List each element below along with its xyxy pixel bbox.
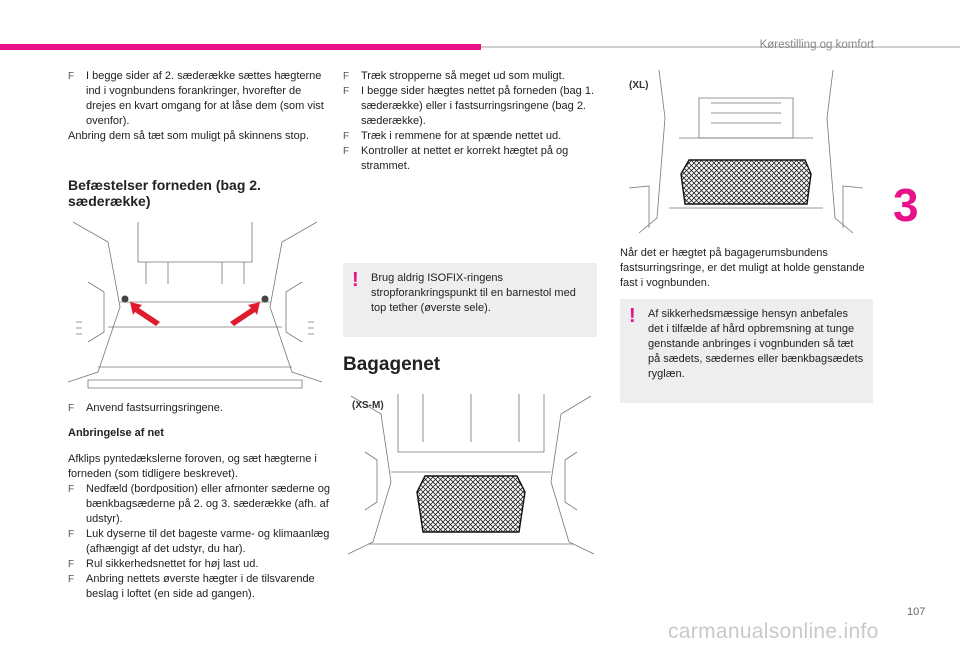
header-rule xyxy=(481,46,960,48)
net-bullet-3: Rul sikkerhedsnettet for høj last ud. xyxy=(68,557,330,572)
xl-paragraph: Når det er hægtet på bagagerumsbundens f… xyxy=(620,247,865,289)
page-number: 107 xyxy=(907,606,926,618)
warning-icon: ! xyxy=(629,305,636,327)
step-bullet-2: I begge sider hægtes nettet på forneden … xyxy=(343,84,595,129)
column-1: I begge sider af 2. sæderække sættes hæg… xyxy=(68,69,330,144)
luggage-net-xl-figure: (XL) xyxy=(619,68,873,236)
safety-warning-box: ! Af sikkerhedsmæssige hensyn anbefales … xyxy=(620,299,873,403)
fastening-instruction: Anvend fastsurringsringene. xyxy=(68,401,330,416)
cargo-floor-figure xyxy=(67,221,323,390)
figure-label-xs-m: (XS-M) xyxy=(352,400,384,411)
step-bullet-3: Træk i remmene for at spænde nettet ud. xyxy=(343,129,595,144)
net-installation-text: Afklips pyntedækslerne foroven, og sæt h… xyxy=(68,452,330,602)
net-bullet-4: Anbring nettets øverste hægter i de tils… xyxy=(68,572,330,602)
column-2-steps: Træk stropperne så meget ud som muligt. … xyxy=(343,69,595,174)
heading-net-installation: Anbringelse af net xyxy=(68,427,164,439)
step-bullet-1: Træk stropperne så meget ud som muligt. xyxy=(343,69,595,84)
watermark: carmanualsonline.info xyxy=(668,620,879,643)
isofix-warning-text: Brug aldrig ISOFIX-ringens stropforankri… xyxy=(371,272,576,314)
net-paragraph: Afklips pyntedækslerne foroven, og sæt h… xyxy=(68,453,317,480)
heading-lower-fastenings: Befæstelser forneden (bag 2. sæderække) xyxy=(68,177,261,209)
figure-label-xl: (XL) xyxy=(629,80,649,91)
chapter-number: 3 xyxy=(893,179,919,231)
header-accent-bar xyxy=(0,44,481,50)
section-title: Kørestilling og komfort xyxy=(759,39,874,51)
intro-text: Anbring dem så tæt som muligt på skinnen… xyxy=(68,130,309,142)
step-bullet-4: Kontroller at nettet er korrekt hægtet p… xyxy=(343,144,595,174)
heading-luggage-net: Bagagenet xyxy=(343,354,441,375)
luggage-net-xs-m-figure: (XS-M) xyxy=(343,392,599,557)
safety-warning-text: Af sikkerhedsmæssige hensyn anbefales de… xyxy=(648,308,864,380)
net-bullet-1: Nedfæld (bordposition) eller afmonter sæ… xyxy=(68,482,330,527)
intro-bullet: I begge sider af 2. sæderække sættes hæg… xyxy=(68,69,330,129)
fastening-bullet: Anvend fastsurringsringene. xyxy=(68,401,330,416)
warning-icon: ! xyxy=(352,269,359,291)
isofix-warning-box: ! Brug aldrig ISOFIX-ringens stropforank… xyxy=(343,263,597,337)
net-bullet-2: Luk dyserne til det bageste varme- og kl… xyxy=(68,527,330,557)
